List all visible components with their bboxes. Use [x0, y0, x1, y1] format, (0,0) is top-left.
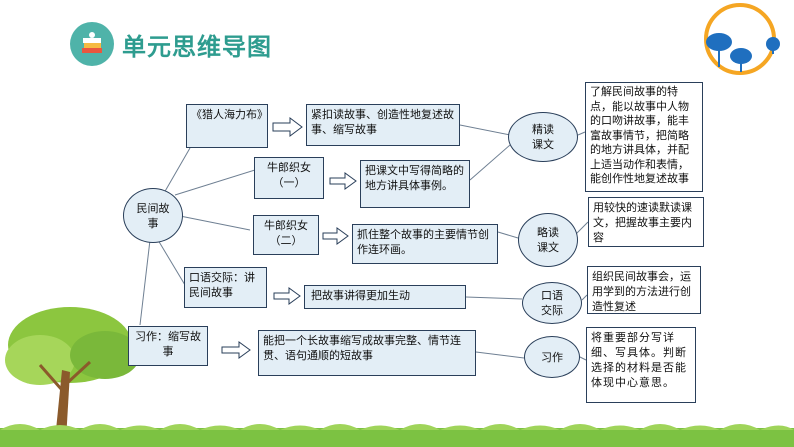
books-icon [70, 22, 114, 66]
branch-niulang-1: 牛郎织女（一） [254, 157, 324, 199]
goal-luedu-text: 用较快的速读默读课文，把握故事主要内容 [593, 201, 692, 244]
category-luedu-label: 略读课文 [537, 226, 559, 254]
category-jingdu-label: 精读课文 [532, 123, 554, 151]
title-area: 单元思维导图 [70, 22, 272, 66]
branch-niulang-2-label: 牛郎织女（二） [264, 219, 308, 247]
branch-oral: 口语交际：讲民间故事 [184, 267, 267, 308]
category-writing: 习作 [524, 336, 580, 378]
goal-oral: 组织民间故事会，运用学到的方法进行创造性复述 [587, 266, 701, 314]
branch-oral-label: 口语交际：讲民间故事 [189, 271, 255, 299]
decor-grass-icon [0, 424, 794, 447]
detail-lieren: 紧扣读故事、创造性地复述故事、缩写故事 [306, 104, 460, 146]
detail-writing-text: 能把一个长故事缩写成故事完整、情节连贯、语句通顺的短故事 [263, 334, 461, 362]
center-node: 民间故事 [123, 188, 183, 243]
detail-writing: 能把一个长故事缩写成故事完整、情节连贯、语句通顺的短故事 [258, 330, 476, 376]
category-oral: 口语交际 [522, 282, 582, 324]
branch-lieren: 《猎人海力布》 [186, 104, 268, 148]
detail-niulang-1-text: 把课文中写得简略的地方讲具体事例。 [365, 164, 464, 192]
category-oral-label: 口语交际 [541, 289, 563, 317]
branch-writing-label: 习作：缩写故事 [135, 330, 201, 358]
detail-niulang-1: 把课文中写得简略的地方讲具体事例。 [360, 160, 470, 208]
page-title: 单元思维导图 [122, 32, 272, 61]
decor-tree-icon [5, 307, 140, 440]
detail-niulang-2: 抓住整个故事的主要情节创作连环画。 [352, 224, 498, 264]
goal-writing: 将重要部分写详细、写具体。判断选择的材料是否能体现中心意思。 [586, 327, 696, 403]
center-node-label: 民间故事 [136, 201, 170, 230]
goal-writing-text: 将重要部分写详细、写具体。判断选择的材料是否能体现中心意思。 [591, 331, 687, 389]
category-luedu: 略读课文 [518, 213, 578, 267]
branch-niulang-2: 牛郎织女（二） [253, 215, 319, 255]
detail-lieren-text: 紧扣读故事、创造性地复述故事、缩写故事 [311, 108, 454, 136]
branch-niulang-1-label: 牛郎织女（一） [267, 161, 311, 189]
detail-oral: 把故事讲得更加生动 [304, 285, 466, 309]
goal-jingdu: 了解民间故事的特点，能以故事中人物的口吻讲故事，能丰富故事情节，把简略的地方讲具… [585, 82, 703, 192]
branch-lieren-label: 《猎人海力布》 [191, 108, 268, 121]
detail-oral-text: 把故事讲得更加生动 [311, 289, 410, 302]
category-writing-label: 习作 [541, 350, 563, 364]
goal-oral-text: 组织民间故事会，运用学到的方法进行创造性复述 [592, 270, 691, 313]
branch-writing: 习作：缩写故事 [128, 326, 208, 366]
goal-luedu: 用较快的速读默读课文，把握故事主要内容 [588, 197, 704, 247]
decor-top-right-icon [704, 3, 780, 75]
detail-niulang-2-text: 抓住整个故事的主要情节创作连环画。 [357, 228, 489, 256]
goal-jingdu-text: 了解民间故事的特点，能以故事中人物的口吻讲故事，能丰富故事情节，把简略的地方讲具… [590, 85, 689, 185]
category-jingdu: 精读课文 [508, 112, 578, 162]
